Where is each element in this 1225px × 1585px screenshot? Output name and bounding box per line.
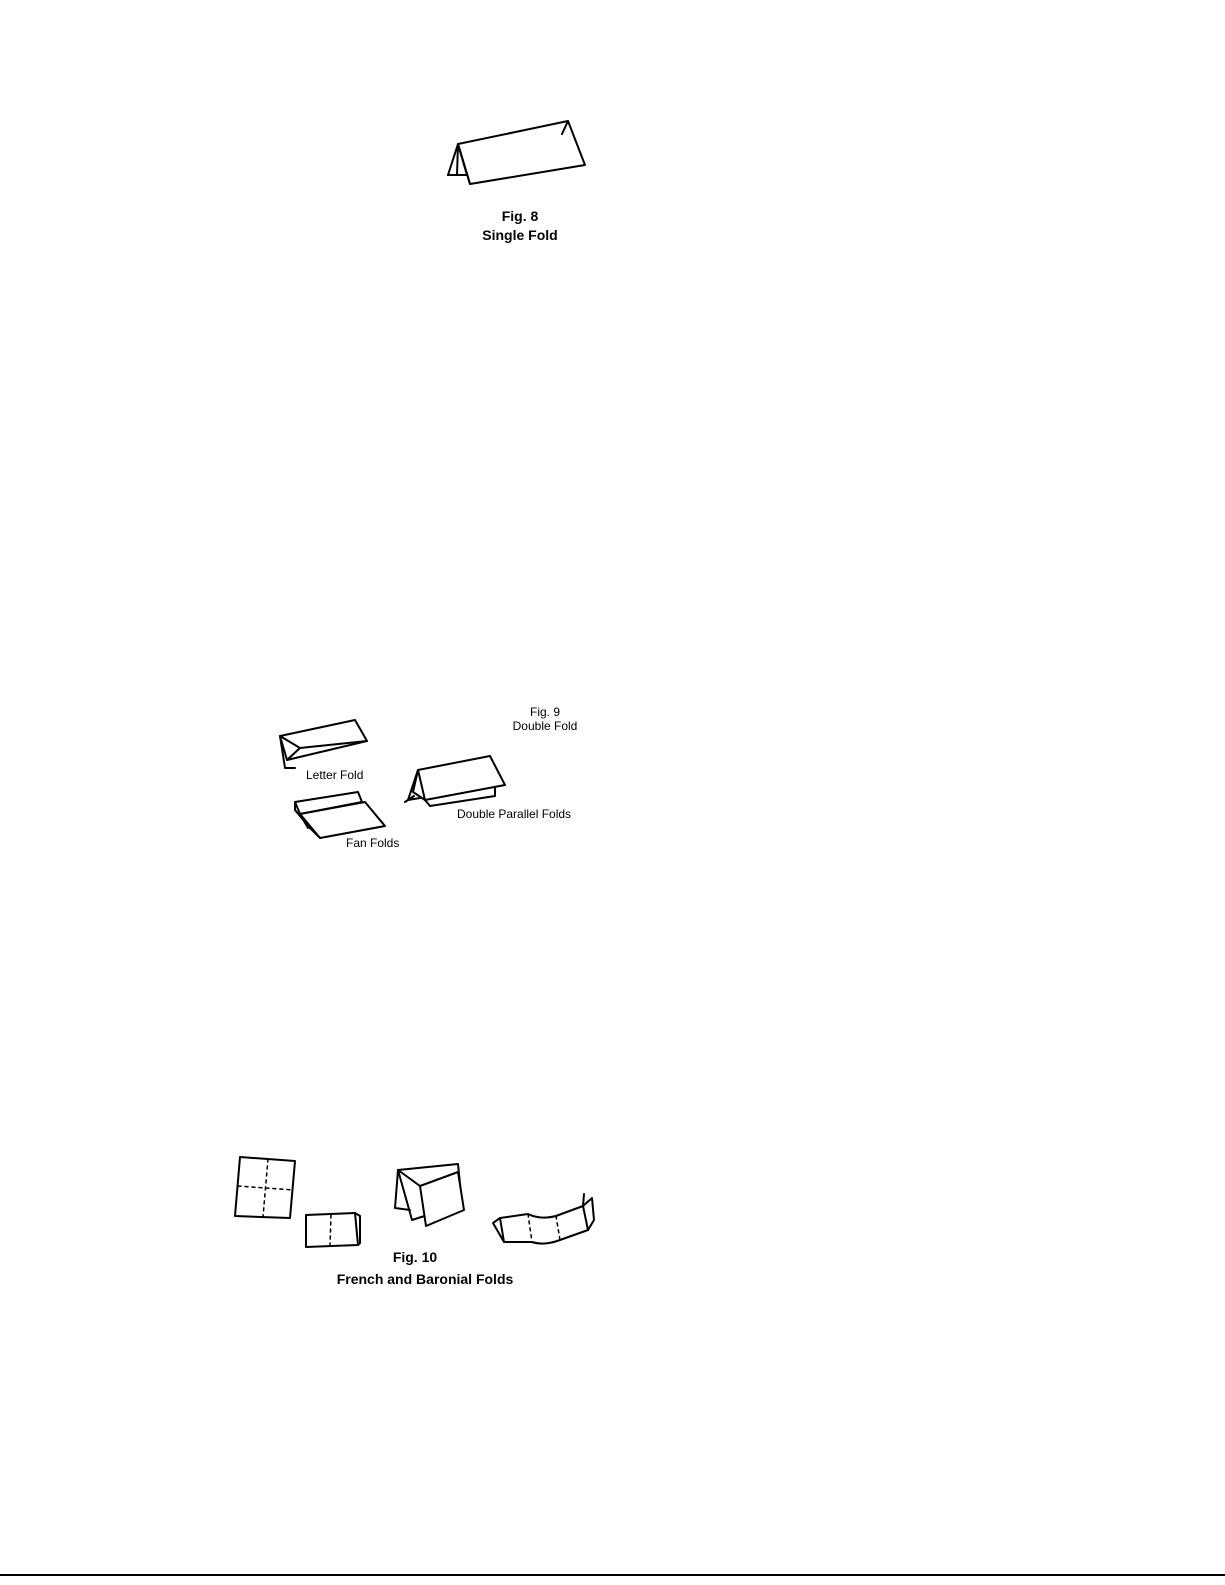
french-fold-flat-sheet-illustration bbox=[230, 1150, 305, 1225]
baronial-card-illustration bbox=[300, 1208, 365, 1253]
french-fold-standing-illustration bbox=[390, 1158, 470, 1233]
fig9-double-parallel-label: Double Parallel Folds bbox=[457, 807, 571, 821]
double-parallel-folds-illustration bbox=[400, 752, 510, 812]
single-fold-illustration bbox=[440, 112, 600, 192]
fig9-number: Fig. 9 bbox=[525, 705, 565, 719]
fig9-letter-fold-label: Letter Fold bbox=[306, 768, 363, 782]
fig10-title: French and Baronial Folds bbox=[320, 1270, 530, 1288]
fig9-title: Double Fold bbox=[505, 719, 585, 733]
fig9-fan-folds-label: Fan Folds bbox=[346, 836, 399, 850]
fig8-title: Single Fold bbox=[470, 226, 570, 244]
page-bottom-rule bbox=[0, 1574, 1225, 1576]
baronial-accordion-illustration bbox=[488, 1190, 603, 1250]
fig8-number: Fig. 8 bbox=[490, 207, 550, 225]
fig10-number: Fig. 10 bbox=[380, 1248, 450, 1266]
